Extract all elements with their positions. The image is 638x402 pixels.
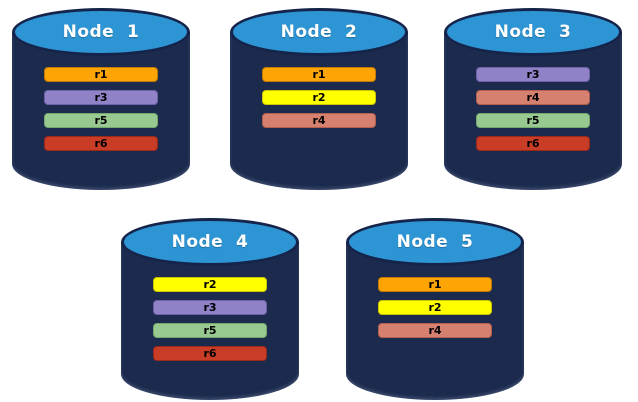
- replica-bar-r3: r3: [153, 300, 267, 315]
- replica-bar-r3: r3: [476, 67, 590, 82]
- db-node-5: Node 5 r1 r2 r4: [346, 218, 524, 400]
- cylinder-body: [121, 242, 299, 400]
- replica-bar-r5: r5: [44, 113, 158, 128]
- cylinder-body: [346, 242, 524, 400]
- replica-bar-r2: r2: [262, 90, 376, 105]
- node-label: Node 4: [171, 232, 249, 252]
- node-label: Node 2: [280, 22, 358, 42]
- db-node-3: Node 3 r3 r4 r5 r6: [444, 8, 622, 190]
- replica-bar-r4: r4: [378, 323, 492, 338]
- cylinder-top: Node 3: [444, 8, 622, 56]
- db-node-1: Node 1 r1 r3 r5 r6: [12, 8, 190, 190]
- cylinder-body: [12, 32, 190, 190]
- replica-bar-r5: r5: [476, 113, 590, 128]
- node-label: Node 1: [62, 22, 140, 42]
- replica-bar-r6: r6: [44, 136, 158, 151]
- replica-list: r2 r3 r5 r6: [121, 277, 299, 361]
- replica-bar-r6: r6: [476, 136, 590, 151]
- replica-bar-r4: r4: [476, 90, 590, 105]
- cylinder-top: Node 2: [230, 8, 408, 56]
- replica-list: r1 r2 r4: [346, 277, 524, 338]
- replica-bar-r1: r1: [262, 67, 376, 82]
- cylinder-body: [444, 32, 622, 190]
- replica-bar-r6: r6: [153, 346, 267, 361]
- db-node-4: Node 4 r2 r3 r5 r6: [121, 218, 299, 400]
- node-label: Node 3: [494, 22, 572, 42]
- replica-bar-r2: r2: [378, 300, 492, 315]
- db-node-2: Node 2 r1 r2 r4: [230, 8, 408, 190]
- replica-bar-r2: r2: [153, 277, 267, 292]
- replica-bar-r1: r1: [44, 67, 158, 82]
- replica-list: r1 r2 r4: [230, 67, 408, 128]
- replica-bar-r3: r3: [44, 90, 158, 105]
- replica-list: r1 r3 r5 r6: [12, 67, 190, 151]
- replica-bar-r4: r4: [262, 113, 376, 128]
- replica-bar-r5: r5: [153, 323, 267, 338]
- replica-bar-r1: r1: [378, 277, 492, 292]
- replica-list: r3 r4 r5 r6: [444, 67, 622, 151]
- node-label: Node 5: [396, 232, 474, 252]
- cylinder-top: Node 5: [346, 218, 524, 266]
- cylinder-body: [230, 32, 408, 190]
- cylinder-top: Node 4: [121, 218, 299, 266]
- cylinder-top: Node 1: [12, 8, 190, 56]
